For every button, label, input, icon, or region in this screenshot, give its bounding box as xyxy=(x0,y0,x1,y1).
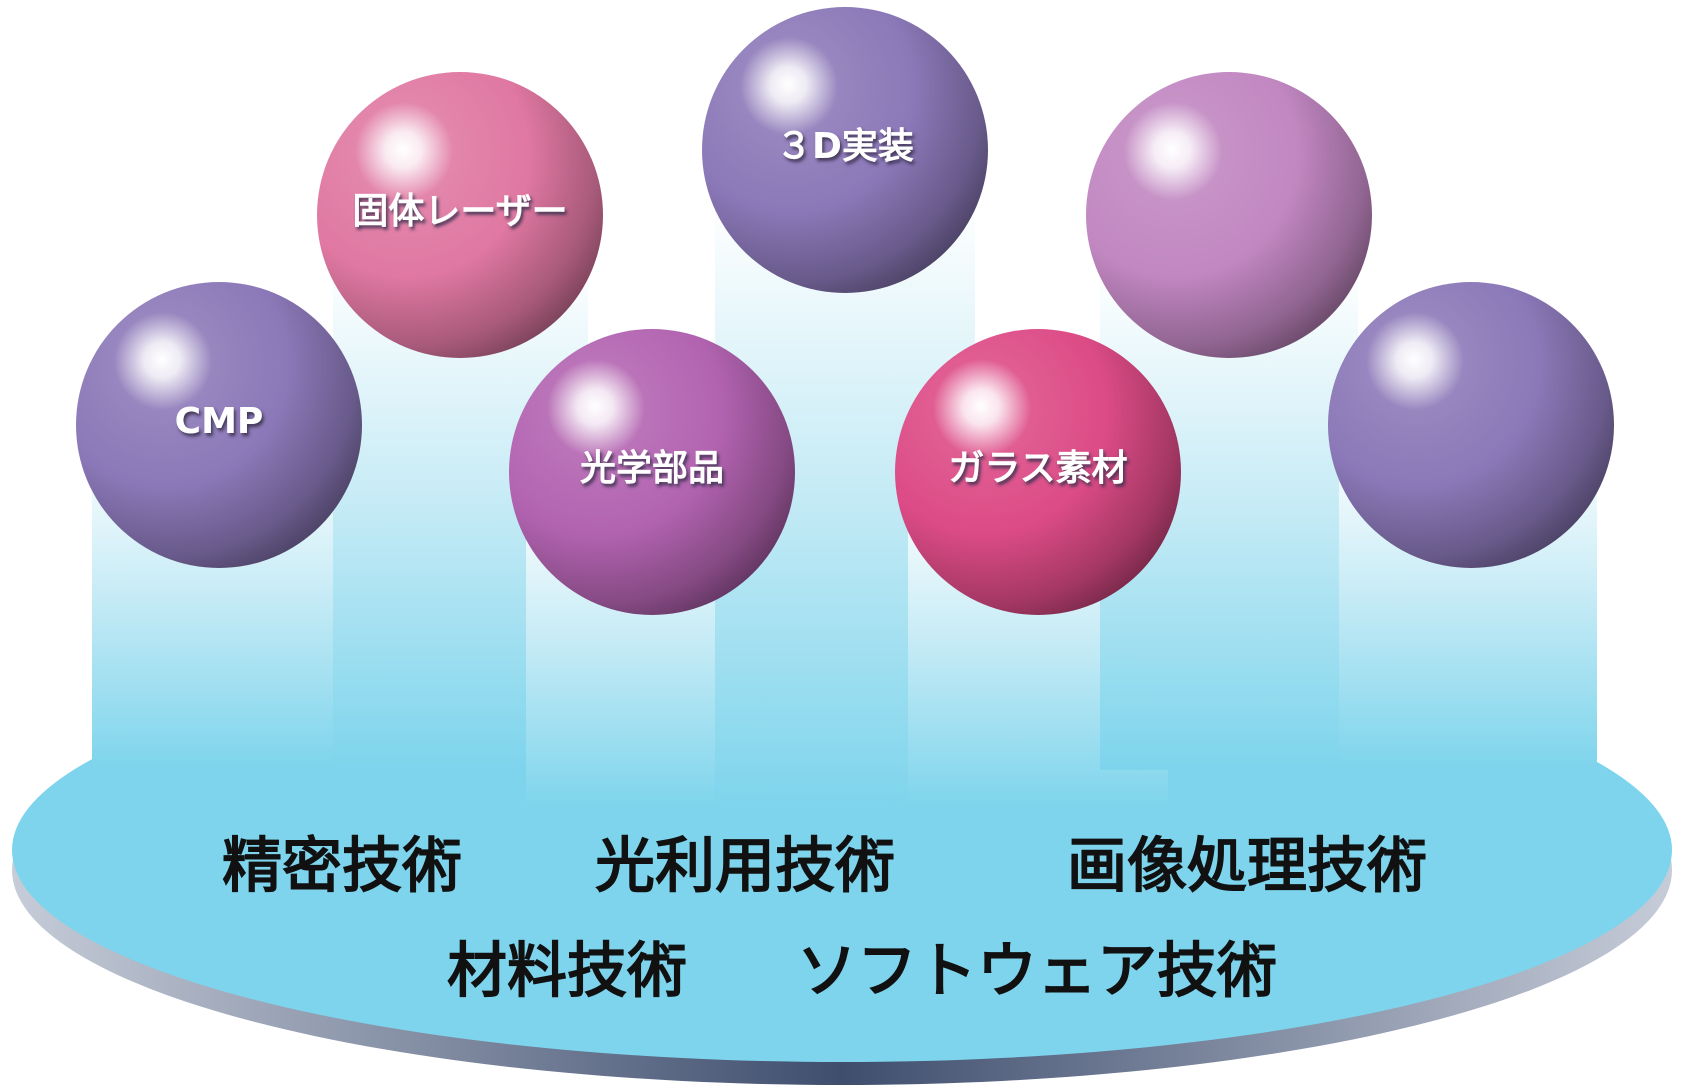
sphere-optics-label: 光学部品 xyxy=(580,447,724,489)
base-labels: 精密技術 光利用技術 画像処理技術 材料技術 ソフトウェア技術 xyxy=(222,832,1427,1007)
base-label-software: ソフトウェア技術 xyxy=(797,937,1277,1007)
sphere-3d-packaging-label: ３D実装 xyxy=(776,126,914,167)
sphere-solid-laser-label: 固体レーザー xyxy=(352,191,567,232)
sphere-solid-laser xyxy=(317,72,603,358)
sphere-optics xyxy=(509,329,795,615)
base-label-imaging: 画像処理技術 xyxy=(1067,832,1427,902)
sphere-purple xyxy=(1328,282,1614,568)
base-label-precision: 精密技術 xyxy=(222,832,462,902)
sphere-pink xyxy=(1086,72,1372,358)
sphere-cmp xyxy=(76,282,362,568)
sphere-glass-label: ガラス素材 xyxy=(948,448,1127,489)
sphere-3d-packaging xyxy=(702,7,988,293)
sphere-cmp-label: CMP xyxy=(175,401,264,442)
base-label-materials: 材料技術 xyxy=(447,937,687,1007)
base-label-optics: 光利用技術 xyxy=(595,832,895,902)
sphere-glass xyxy=(895,329,1181,615)
